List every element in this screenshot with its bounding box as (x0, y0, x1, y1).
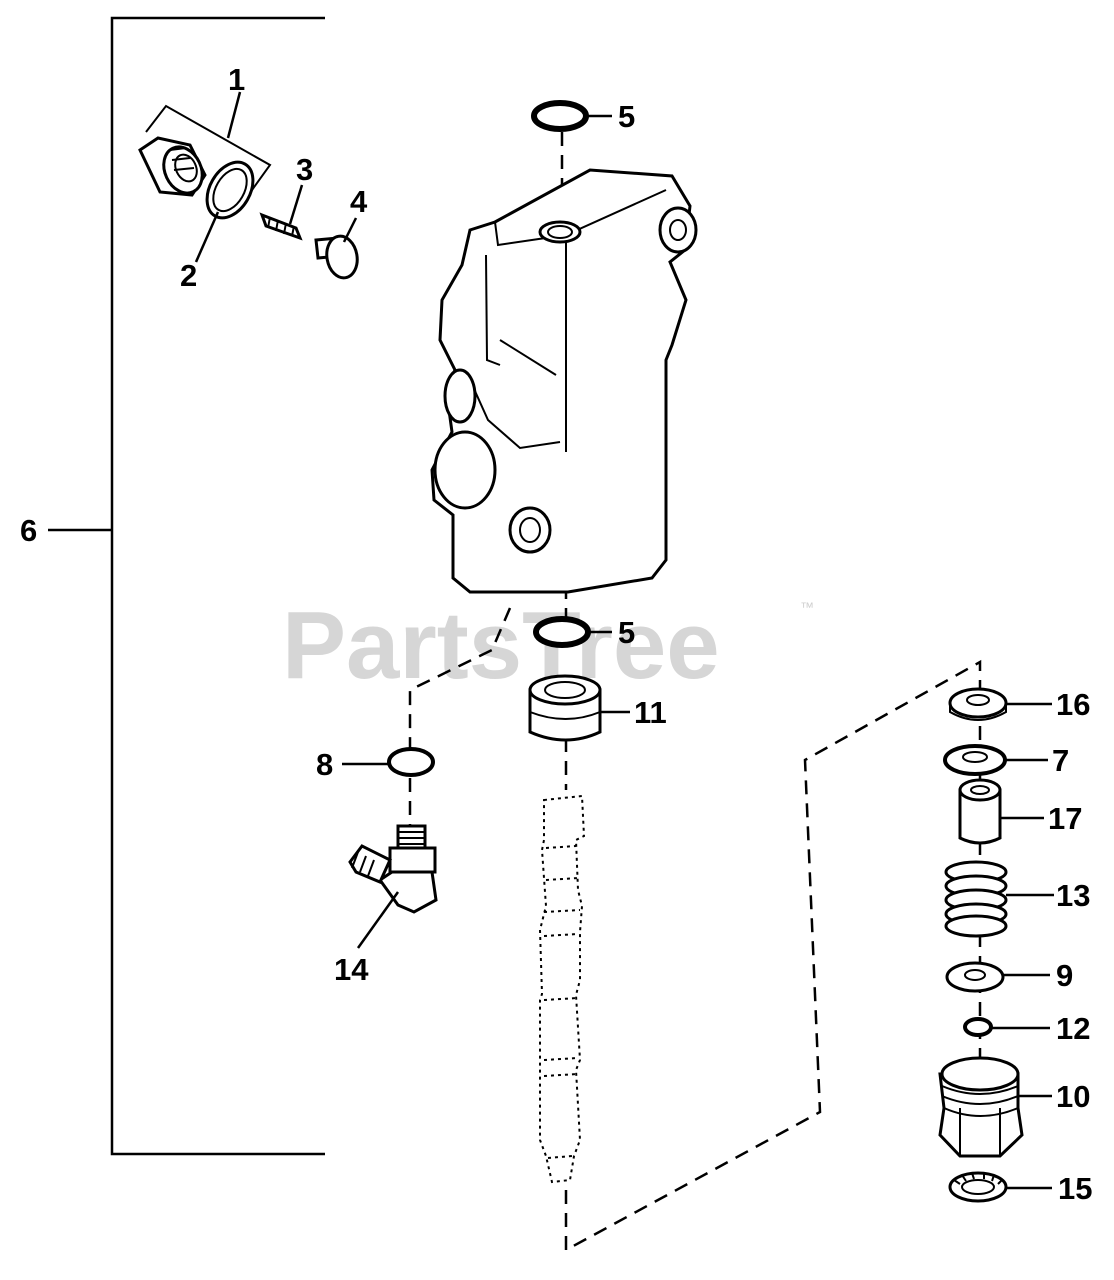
callout-labels: 1 2 3 4 5 5 6 7 8 9 10 11 12 13 14 15 16… (20, 62, 1092, 1206)
part-15-lock-washer (948, 1171, 1008, 1203)
callout-15: 15 (1058, 1171, 1092, 1206)
callout-1: 1 (228, 62, 245, 97)
part-5-oring-top (531, 100, 589, 132)
spool (538, 794, 586, 1184)
callout-17: 17 (1048, 801, 1082, 836)
part-11-cap (528, 674, 602, 742)
part-17-sleeve (958, 778, 1002, 845)
part-9-washer (945, 961, 1005, 993)
callout-12: 12 (1056, 1011, 1090, 1046)
callout-2: 2 (180, 258, 197, 293)
callout-4: 4 (350, 184, 368, 219)
part-1-plug-assembly (138, 104, 272, 220)
callout-9: 9 (1056, 958, 1073, 993)
callout-7: 7 (1052, 743, 1069, 778)
plug-part (138, 136, 207, 197)
callout-16: 16 (1056, 687, 1090, 722)
part-7-washer (943, 744, 1007, 776)
callout-14: 14 (334, 952, 369, 987)
callout-5-top: 5 (618, 99, 635, 134)
part-16-washer (948, 687, 1008, 721)
part-2-oring (205, 160, 255, 220)
callout-10: 10 (1056, 1079, 1090, 1114)
part-10-plug (938, 1056, 1024, 1158)
leader-lines (194, 91, 1054, 1190)
part-4-pin (314, 234, 359, 280)
assembly-bracket-6 (48, 16, 325, 1156)
watermark-text: PartsTree (282, 592, 720, 699)
part-14-elbow-fitting (348, 824, 438, 914)
part-3-set-screw (259, 212, 303, 241)
valve-body (430, 168, 698, 594)
callout-3: 3 (296, 152, 313, 187)
part-8-oring (387, 747, 435, 777)
callout-13: 13 (1056, 878, 1090, 913)
part-13-spring (944, 860, 1008, 938)
part-5-oring-bottom (533, 616, 591, 648)
part-12-ring (963, 1017, 993, 1037)
callout-11: 11 (634, 695, 667, 730)
watermark: PartsTree ™ (282, 592, 814, 699)
callout-8: 8 (316, 747, 333, 782)
callout-6: 6 (20, 513, 37, 548)
watermark-trademark: ™ (800, 599, 814, 615)
callout-5-bottom: 5 (618, 615, 635, 650)
